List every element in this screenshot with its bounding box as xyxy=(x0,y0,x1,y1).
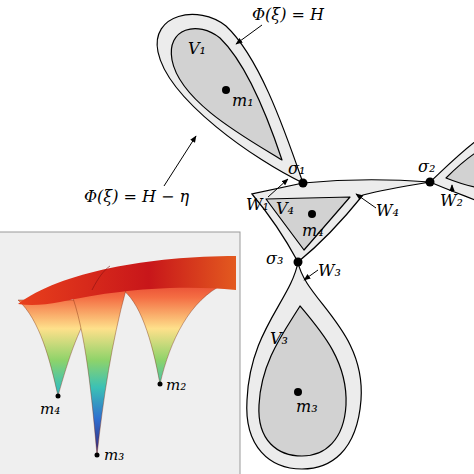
region-label: V₄ xyxy=(276,200,294,218)
minimum-label: m₂ xyxy=(166,376,186,394)
minimum-label: m₄ xyxy=(40,400,60,418)
region-label: V₁ xyxy=(188,40,206,58)
level-set-label: Φ(ξ) = H − η xyxy=(84,188,189,206)
region-label: m₃ xyxy=(296,398,318,416)
surface-inset xyxy=(0,232,240,474)
region-label: W₃ xyxy=(318,262,341,280)
region-label: m₁ xyxy=(232,92,254,110)
minimum-label: m₃ xyxy=(104,446,124,464)
region-label: σ₁ xyxy=(288,160,305,178)
region-label: W₄ xyxy=(376,202,399,220)
region-label: m₄ xyxy=(302,222,324,240)
region-label: W₂ xyxy=(440,192,463,210)
region-label: σ₃ xyxy=(266,250,283,268)
region-label: V₃ xyxy=(270,330,288,348)
level-set-label: Φ(ξ) = H xyxy=(252,6,324,24)
region-label: σ₂ xyxy=(418,158,435,176)
region-label: W₁ xyxy=(246,196,269,214)
point-marker xyxy=(222,86,435,396)
